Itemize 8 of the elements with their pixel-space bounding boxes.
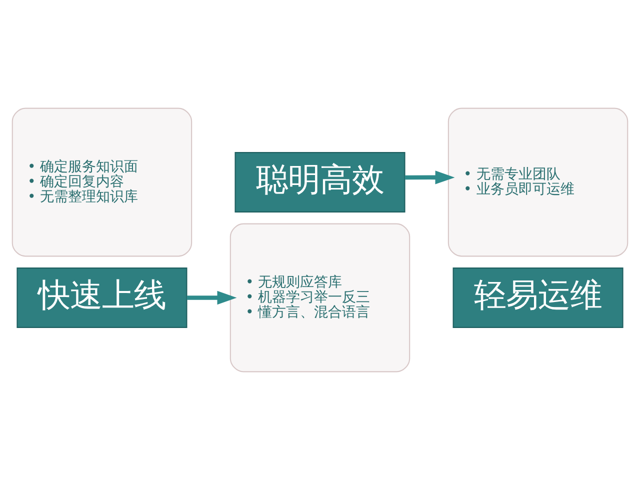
node-box: • 无规则应答库 • 机器学习举一反三 • 懂方言、混合语言 bbox=[230, 223, 410, 372]
arrow bbox=[186, 290, 237, 305]
node-box: • 无需专业团队 • 业务员即可运维 bbox=[448, 108, 628, 257]
node-box: 快速上线 bbox=[16, 268, 188, 328]
node-box: 聪明高效 bbox=[234, 152, 406, 212]
node-box: 轻易运维 bbox=[452, 268, 624, 328]
node-box: • 确定服务知识面 • 确定回复内容 • 无需整理知识库 bbox=[12, 108, 192, 257]
arrow bbox=[404, 170, 455, 184]
